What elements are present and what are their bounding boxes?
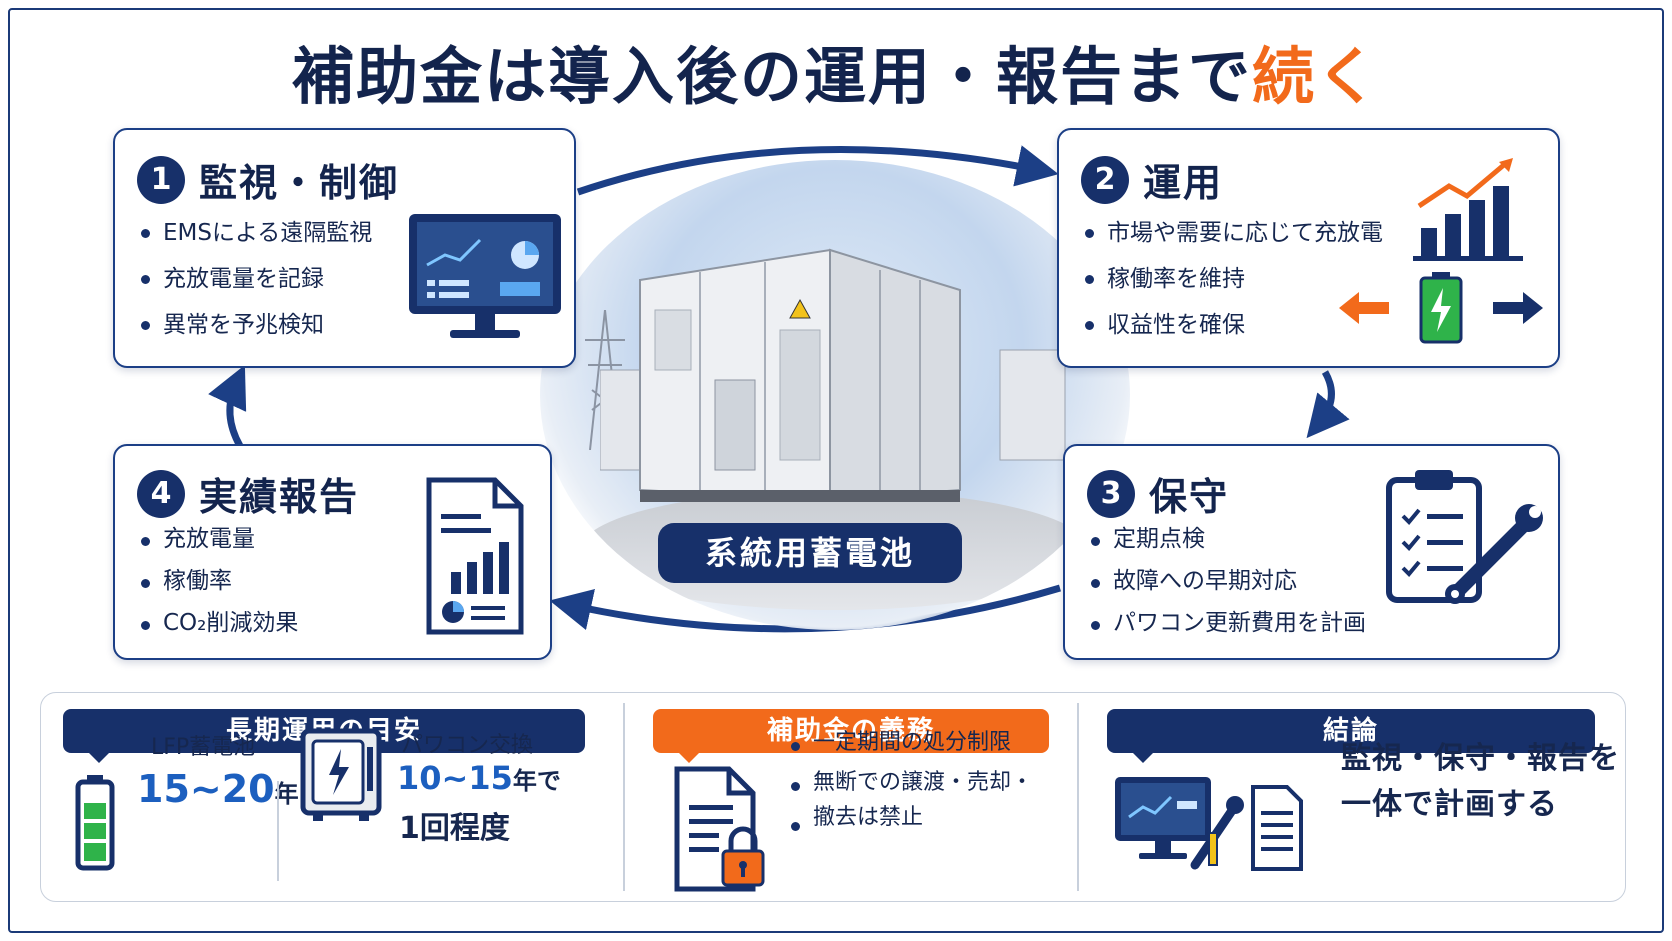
bullet-item: 無断での譲渡・売却・ [789, 763, 1033, 803]
section-divider [1077, 703, 1079, 891]
obligation-bullets: 一定期間の処分制限 無断での譲渡・売却・ 撤去は禁止 [789, 723, 1033, 833]
pcs-years-unit: 年で [512, 767, 561, 795]
step-bullets: 充放電量 稼働率 CO₂削減効果 [139, 518, 298, 644]
monitor-wrench-document-icon [1115, 777, 1303, 871]
pcs-years: 10~15年で [397, 759, 561, 797]
obligation-header: 補助金の義務 [653, 709, 1049, 763]
growth-chart-icon [1413, 158, 1523, 261]
bullet-item: 定期点検 [1089, 518, 1366, 560]
lfp-years-unit: 年 [274, 780, 299, 808]
arrow-1-to-2 [576, 145, 1059, 196]
step-number: 3 [1087, 469, 1135, 518]
arrow-4-to-1 [208, 364, 247, 448]
bullet-item: 充放電量を記録 [139, 256, 372, 302]
step-title: 運用 [1143, 161, 1224, 205]
lfp-years-value: 15~20 [137, 767, 275, 811]
clipboard-wrench-icon [1386, 470, 1543, 604]
step-number: 4 [137, 469, 185, 518]
pcs-frequency: 1回程度 [399, 811, 510, 846]
bullet-item-continuation: 撤去は禁止 [789, 803, 1033, 833]
bullet-item: CO₂削減効果 [139, 602, 298, 644]
lfp-years: 15~20年 [137, 767, 299, 811]
step-bullets: EMSによる遠隔監視 充放電量を記録 異常を予兆検知 [139, 210, 372, 348]
locked-document-icon [674, 766, 765, 892]
bottom-panel: 長期運用の目安 LFP蓄電池 15~20年 パワコン交換 10~15年で 1回程… [40, 692, 1626, 902]
battery-container-icon [600, 248, 1066, 502]
lfp-label: LFP蓄電池 [151, 735, 256, 760]
bullet-item: 異常を予兆検知 [139, 302, 372, 348]
hero-label: 系統用蓄電池 [658, 523, 962, 583]
bullet-item: 一定期間の処分制限 [789, 723, 1033, 763]
bullet-item: EMSによる遠隔監視 [139, 210, 372, 256]
step-bullets: 市場や需要に応じて充放電 稼働率を維持 収益性を確保 [1083, 210, 1383, 348]
bullet-item: 市場や需要に応じて充放電 [1083, 210, 1383, 256]
step-title: 保守 [1149, 475, 1230, 519]
step-bullets: 定期点検 故障への早期対応 パワコン更新費用を計画 [1089, 518, 1366, 644]
pcs-years-value: 10~15 [397, 759, 513, 797]
step-card-report: 4 実績報告 充放電量 稼働率 CO₂削減効果 [113, 444, 552, 660]
bullet-item: 稼働率 [139, 560, 298, 602]
step-number: 1 [137, 155, 185, 204]
step-card-operation: 2 運用 市場や需要に応じて充放電 稼働率を維持 収益性を確保 [1057, 128, 1560, 368]
conclusion-line-1: 監視・保守・報告を [1341, 741, 1620, 776]
section-divider [623, 703, 625, 891]
step-title: 実績報告 [199, 475, 360, 519]
battery-charge-discharge-icon [1339, 272, 1543, 344]
bullet-item: 故障への早期対応 [1089, 560, 1366, 602]
pcs-label: パワコン交換 [401, 733, 534, 758]
conclusion-line-2: 一体で計画する [1341, 787, 1558, 822]
step-number: 2 [1081, 155, 1129, 204]
step-title: 監視・制御 [199, 161, 400, 205]
conclusion-header: 結論 [1107, 709, 1595, 763]
arrow-2-to-3 [1306, 370, 1350, 439]
title-accent: 続く [1252, 40, 1381, 113]
section-divider [277, 781, 279, 881]
bullet-item: パワコン更新費用を計画 [1089, 602, 1366, 644]
bullet-item: 充放電量 [139, 518, 298, 560]
monitor-dashboard-icon [409, 214, 561, 338]
bullet-item: 稼働率を維持 [1083, 256, 1383, 302]
power-conditioner-icon [300, 728, 382, 821]
lfp-battery-icon [75, 775, 115, 871]
step-card-monitoring: 1 監視・制御 EMSによる遠隔監視 充放電量を記録 異常を予兆検知 [113, 128, 576, 368]
report-document-icon [426, 477, 524, 635]
step-card-maintenance: 3 保守 定期点検 故障への早期対応 パワコン更新費用を計画 [1063, 444, 1560, 660]
page-title: 補助金は導入後の運用・報告まで続く [0, 26, 1672, 116]
bullet-item: 収益性を確保 [1083, 302, 1383, 348]
title-main: 補助金は導入後の運用・報告まで [291, 40, 1252, 113]
